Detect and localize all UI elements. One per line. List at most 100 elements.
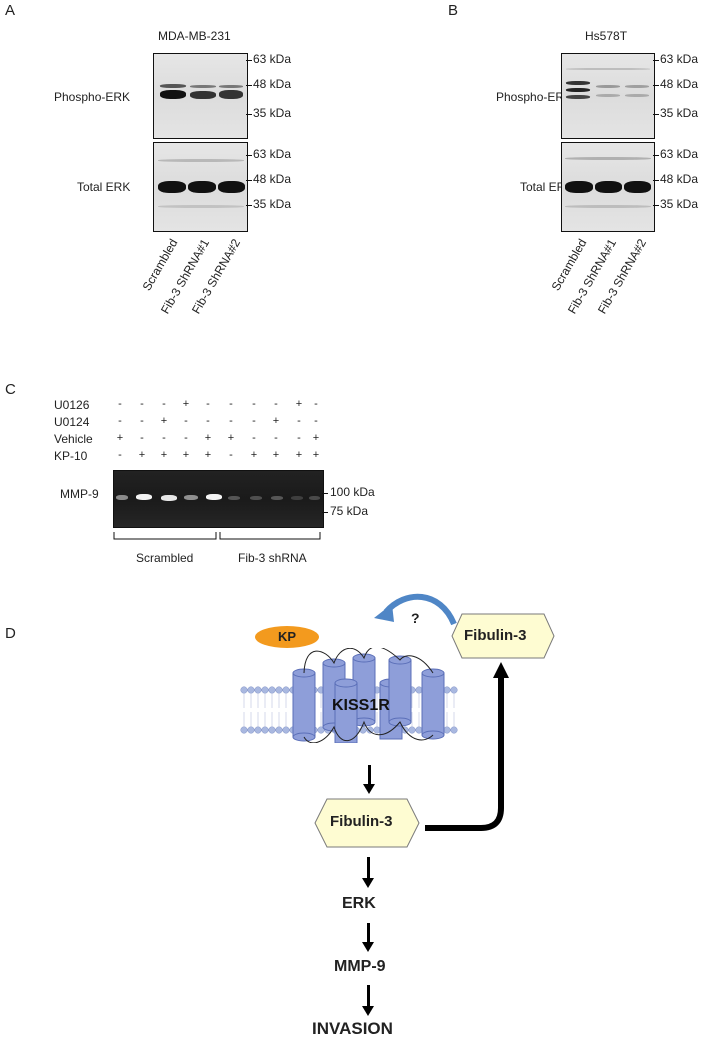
row-label-vehicle: Vehicle — [54, 432, 93, 446]
marker-63-a2: 63 kDa — [253, 147, 292, 161]
band — [190, 91, 216, 99]
treatment-sign: + — [138, 449, 146, 461]
treatment-sign: - — [252, 432, 256, 444]
band — [228, 496, 240, 500]
feedback-arrow-curved — [374, 593, 457, 626]
treatment-sign: - — [274, 432, 278, 444]
treatment-sign: - — [297, 415, 301, 427]
mmp9-step: MMP-9 — [334, 958, 386, 975]
treatment-sign: + — [160, 415, 168, 427]
mmp9-label: MMP-9 — [60, 487, 99, 501]
treatment-sign: + — [250, 449, 258, 461]
treatment-sign: + — [272, 449, 280, 461]
arrow-erk-to-mmp9 — [362, 923, 374, 952]
treatment-sign: - — [118, 415, 122, 427]
treatment-sign: + — [182, 398, 190, 410]
treatment-sign: - — [229, 398, 233, 410]
band — [565, 205, 651, 208]
secretion-arrow-elbow — [425, 662, 509, 831]
row-label-u0126: U0126 — [54, 398, 90, 412]
treatment-sign: - — [118, 449, 122, 461]
band — [595, 181, 622, 193]
band — [624, 181, 651, 193]
band — [136, 494, 152, 500]
fibulin3-hexagon-top — [451, 613, 555, 659]
treatment-sign: + — [272, 415, 280, 427]
treatment-sign: + — [312, 432, 320, 444]
marker-63-b: 63 kDa — [660, 52, 699, 66]
marker-75-c: 75 kDa — [330, 504, 369, 518]
cell-line-title-b: Hs578T — [585, 29, 628, 43]
kp-label: KP — [278, 629, 297, 644]
marker-35-a2: 35 kDa — [253, 197, 292, 211]
treatment-sign: - — [184, 415, 188, 427]
treatment-sign: - — [252, 415, 256, 427]
treatment-sign: + — [295, 449, 303, 461]
band — [566, 81, 590, 85]
treatment-sign: - — [162, 398, 166, 410]
total-erk-label-b: Total ERK — [520, 180, 574, 194]
phospho-erk-label-b: Phospho-ERK — [496, 90, 573, 104]
band — [565, 181, 593, 193]
treatment-sign: - — [206, 415, 210, 427]
band — [596, 94, 620, 97]
treatment-sign: + — [160, 449, 168, 461]
band — [218, 181, 245, 193]
row-label-u0124: U0124 — [54, 415, 90, 429]
marker-35-b2: 35 kDa — [660, 197, 699, 211]
treatment-sign: + — [204, 449, 212, 461]
marker-48-b2: 48 kDa — [660, 172, 699, 186]
band — [625, 94, 649, 97]
band — [625, 85, 649, 88]
treatment-sign: - — [140, 398, 144, 410]
band — [291, 496, 303, 500]
marker-35-a: 35 kDa — [253, 106, 292, 120]
phospho-erk-blot-a — [153, 53, 248, 139]
band — [190, 85, 216, 88]
treatment-sign: - — [297, 432, 301, 444]
band — [158, 181, 186, 193]
treatment-sign: - — [229, 449, 233, 461]
group-label-scrambled: Scrambled — [136, 551, 194, 565]
band — [206, 494, 222, 500]
treatment-sign: + — [295, 398, 303, 410]
treatment-sign: - — [274, 398, 278, 410]
cell-line-title-a: MDA-MB-231 — [158, 29, 231, 43]
arrow-fibulin-to-erk — [362, 857, 374, 888]
treatment-sign: - — [229, 415, 233, 427]
treatment-sign: - — [184, 432, 188, 444]
treatment-sign: - — [118, 398, 122, 410]
band — [184, 495, 198, 500]
total-erk-label-a: Total ERK — [77, 180, 131, 194]
panel-letter-a: A — [5, 2, 16, 19]
invasion-step: INVASION — [312, 1019, 393, 1038]
band — [271, 496, 283, 500]
marker-63-a: 63 kDa — [253, 52, 292, 66]
marker-63-b2: 63 kDa — [660, 147, 699, 161]
band — [565, 157, 651, 160]
kp-ligand — [255, 626, 319, 648]
phospho-erk-blot-b — [561, 53, 655, 139]
treatment-sign: + — [312, 449, 320, 461]
band — [596, 85, 620, 88]
group-brackets — [113, 532, 321, 540]
marker-48-a2: 48 kDa — [253, 172, 292, 186]
total-erk-blot-b — [561, 142, 655, 232]
panel-letter-c: C — [5, 381, 16, 398]
fibulin3-hexagon-mid — [314, 798, 420, 848]
band — [160, 84, 186, 88]
kiss1r-label: KISS1R — [332, 697, 390, 714]
marker-48-b: 48 kDa — [660, 77, 699, 91]
band — [161, 495, 177, 501]
treatment-sign: - — [206, 398, 210, 410]
treatment-sign: - — [314, 415, 318, 427]
total-erk-blot-a — [153, 142, 248, 232]
treatment-sign: + — [182, 449, 190, 461]
row-label-kp10: KP-10 — [54, 449, 88, 463]
treatment-sign: - — [252, 398, 256, 410]
band — [188, 181, 216, 193]
band — [309, 496, 320, 500]
band — [566, 95, 590, 99]
erk-step: ERK — [342, 895, 376, 912]
arrow-mmp9-to-invasion — [362, 985, 374, 1016]
